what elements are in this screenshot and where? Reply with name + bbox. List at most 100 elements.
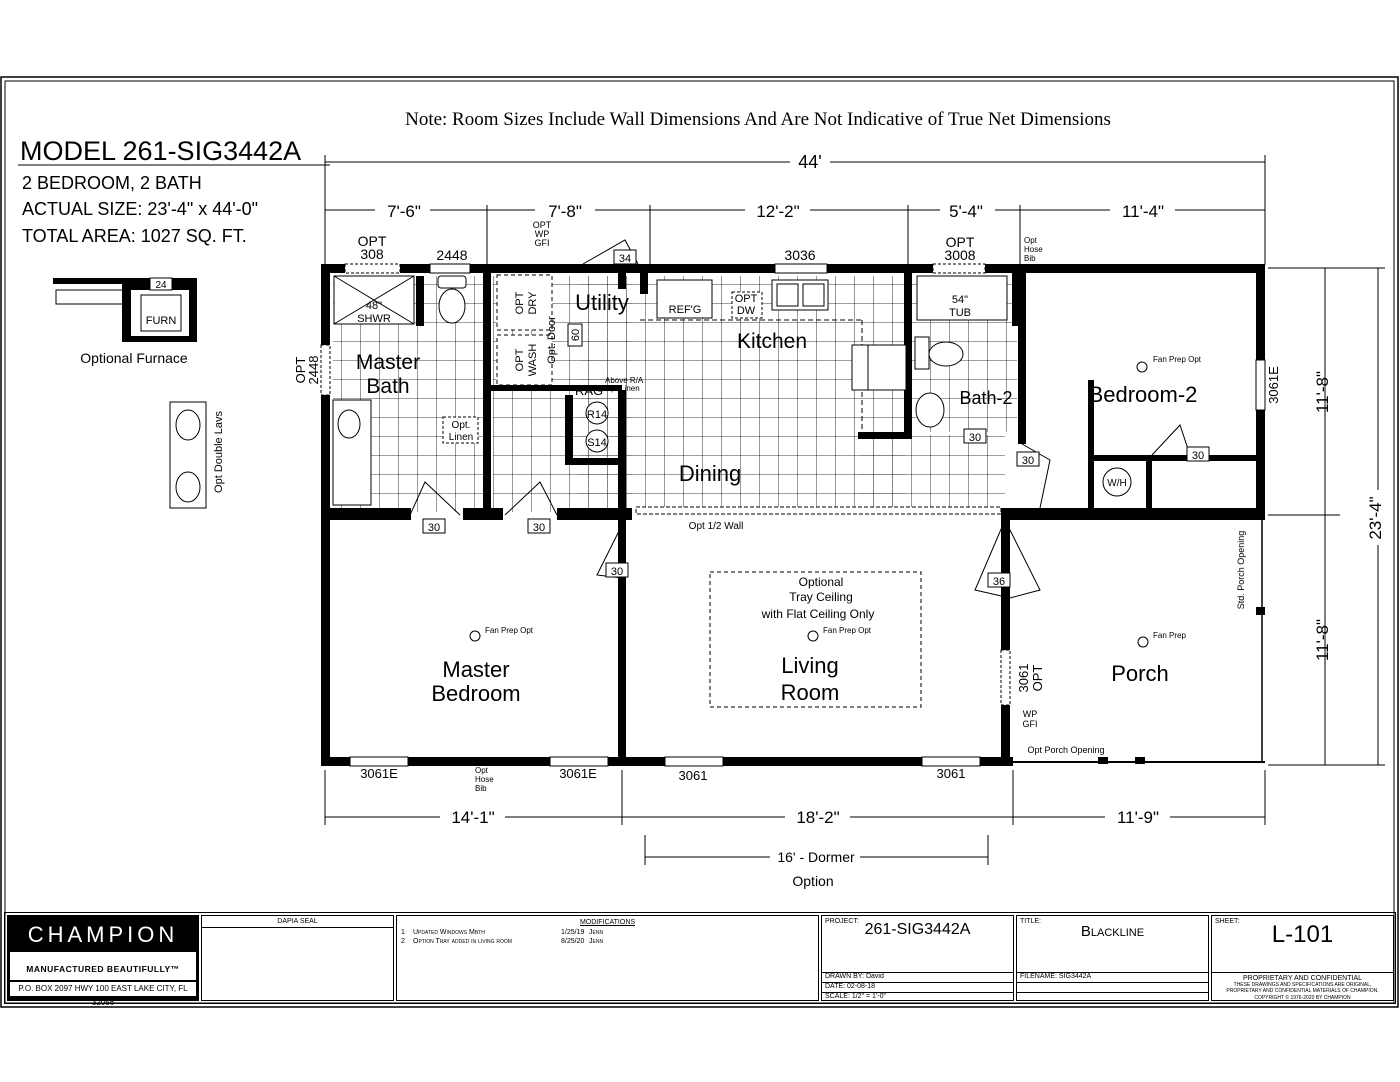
svg-text:W/H: W/H — [1107, 478, 1126, 489]
dim-top-3: 12'-2" — [756, 202, 799, 221]
svg-text:OPT: OPT — [946, 234, 975, 250]
svg-text:GFI: GFI — [1023, 719, 1038, 729]
doors: 34 60 30 30 30 30 30 30 36 — [409, 239, 1210, 599]
room-living-room: Living — [781, 653, 838, 678]
room-master-bedroom: Master — [442, 657, 509, 682]
model-actual-size: ACTUAL SIZE: 23'-4" x 44'-0" — [22, 199, 258, 219]
project-number: 261-SIG3442A — [864, 921, 971, 938]
svg-text:Optional: Optional — [799, 575, 844, 589]
model-total-area: TOTAL AREA: 1027 SQ. FT. — [22, 226, 247, 246]
svg-text:OPT: OPT — [533, 220, 552, 230]
dim-top-5: 11'-4" — [1122, 202, 1164, 221]
svg-text:30: 30 — [533, 522, 545, 534]
svg-text:OPT: OPT — [1030, 665, 1045, 692]
title-cell: TITLE: Blackline FILENAME: SIG3442A — [1016, 915, 1209, 1001]
svg-text:GFI: GFI — [535, 238, 550, 248]
svg-text:Above R/A: Above R/A — [605, 376, 644, 385]
svg-text:Option: Option — [792, 873, 833, 889]
windows: OPT 308 2448 3036 OPT 3008 OPT 2448 3061… — [293, 233, 1281, 783]
svg-text:3008: 3008 — [944, 247, 975, 263]
svg-text:30: 30 — [611, 566, 623, 578]
svg-text:Hose: Hose — [475, 775, 494, 784]
svg-text:WP: WP — [535, 229, 550, 239]
svg-text:30: 30 — [969, 432, 981, 444]
overall-dimension: 44' 7'-6" 7'-8" 12'-2" 5'-4" 11'-4" — [324, 150, 1266, 265]
model-title: MODEL 261-SIG3442A — [20, 136, 301, 166]
svg-text:3036: 3036 — [784, 247, 815, 263]
svg-text:23'-4": 23'-4" — [1366, 496, 1385, 539]
svg-text:OPT: OPT — [514, 291, 526, 314]
svg-text:Bib: Bib — [475, 784, 487, 793]
svg-text:30: 30 — [1022, 455, 1034, 467]
svg-text:WASH: WASH — [527, 344, 539, 377]
svg-text:2448: 2448 — [306, 356, 321, 385]
sheet-number: L-101 — [1271, 921, 1334, 948]
svg-text:3061: 3061 — [679, 768, 708, 783]
modification-row: 1 Updated Windows Mbth 1/25/19 Jenn — [401, 929, 604, 936]
room-labels: Master Bath Utility Kitchen Bath-2 Bedro… — [356, 290, 1198, 706]
dormer-label: 16' - Dormer — [777, 849, 855, 865]
champion-logo-block: CHAMPION MANUFACTURED BEAUTIFULLY™ P.O. … — [7, 915, 199, 1007]
svg-text:Linen: Linen — [449, 432, 473, 443]
room-bedroom-2: Bedroom-2 — [1089, 382, 1198, 407]
svg-text:Fan Prep: Fan Prep — [1153, 631, 1186, 640]
svg-text:DRY: DRY — [527, 291, 539, 315]
dim-top-2: 7'-8" — [548, 202, 582, 221]
svg-text:3061: 3061 — [937, 766, 966, 781]
svg-text:Optional Furnace: Optional Furnace — [80, 350, 188, 366]
fixtures: 48" SHWR Opt. Linen OPT DRY OPT WASH Opt… — [332, 220, 1246, 793]
svg-text:SHWR: SHWR — [357, 313, 391, 325]
bottom-dimensions: 14'-1" 18'-2" 11'-9" 16' - Dormer Option — [324, 770, 1266, 889]
room-kitchen: Kitchen — [737, 330, 807, 353]
svg-text:11'-8": 11'-8" — [1313, 371, 1332, 413]
svg-text:Std. Porch Opening: Std. Porch Opening — [1236, 531, 1246, 610]
room-porch: Porch — [1111, 661, 1168, 686]
svg-text:Opt Porch Opening: Opt Porch Opening — [1027, 745, 1104, 755]
sheet-border — [0, 76, 1399, 1008]
svg-text:30: 30 — [428, 522, 440, 534]
dapia-seal-block: DAPIA SEAL — [201, 915, 394, 1001]
svg-text:11'-9": 11'-9" — [1117, 808, 1159, 827]
svg-text:54": 54" — [952, 294, 968, 306]
svg-text:3061E: 3061E — [360, 766, 398, 781]
dim-top-4: 5'-4" — [949, 202, 983, 221]
svg-text:REF'G: REF'G — [669, 304, 702, 316]
svg-text:OPT: OPT — [293, 357, 308, 384]
svg-text:36: 36 — [993, 576, 1005, 588]
svg-text:Opt: Opt — [1024, 236, 1038, 245]
note-text: Note: Room Sizes Include Wall Dimensions… — [405, 109, 1111, 130]
svg-text:60: 60 — [570, 329, 582, 341]
room-dining: Dining — [679, 461, 741, 486]
svg-text:24: 24 — [155, 280, 167, 291]
opt-double-lavs: Opt Double Lavs — [169, 401, 225, 509]
svg-text:FURN: FURN — [146, 315, 177, 327]
svg-text:Tray Ceiling: Tray Ceiling — [789, 590, 853, 604]
room-utility: Utility — [575, 290, 629, 315]
room-bath-2: Bath-2 — [959, 388, 1012, 408]
svg-text:OPT: OPT — [514, 348, 526, 371]
sheet-block: SHEET: L-101 PROPRIETARY AND CONFIDENTIA… — [1211, 915, 1394, 1001]
svg-text:11'-8": 11'-8" — [1313, 619, 1332, 661]
svg-text:48": 48" — [366, 300, 382, 312]
svg-text:WP: WP — [1023, 709, 1038, 719]
svg-text:30: 30 — [1192, 450, 1204, 462]
svg-text:2448: 2448 — [436, 247, 467, 263]
svg-text:OPT: OPT — [358, 233, 387, 249]
svg-text:with Flat Ceiling Only: with Flat Ceiling Only — [761, 607, 875, 621]
svg-text:308: 308 — [360, 246, 384, 262]
title-block: CHAMPION MANUFACTURED BEAUTIFULLY™ P.O. … — [4, 912, 1396, 1007]
svg-text:Fan Prep Opt: Fan Prep Opt — [1153, 355, 1202, 364]
room-master-bath: Master — [356, 351, 420, 374]
brand-logo: CHAMPION — [27, 922, 179, 947]
svg-text:TUB: TUB — [949, 307, 971, 319]
svg-text:Bib: Bib — [1024, 254, 1036, 263]
svg-text:Room: Room — [781, 680, 840, 705]
svg-text:Opt.: Opt. — [452, 420, 471, 431]
drawing-title: Blackline — [1080, 923, 1145, 940]
svg-text:3061E: 3061E — [559, 766, 597, 781]
svg-text:44': 44' — [798, 152, 821, 172]
svg-text:Fan Prep Opt: Fan Prep Opt — [485, 626, 534, 635]
modification-row: 2 Option Tray added in living room 8/25/… — [401, 938, 604, 945]
svg-text:DW: DW — [737, 305, 756, 317]
svg-text:Bath: Bath — [366, 375, 409, 398]
